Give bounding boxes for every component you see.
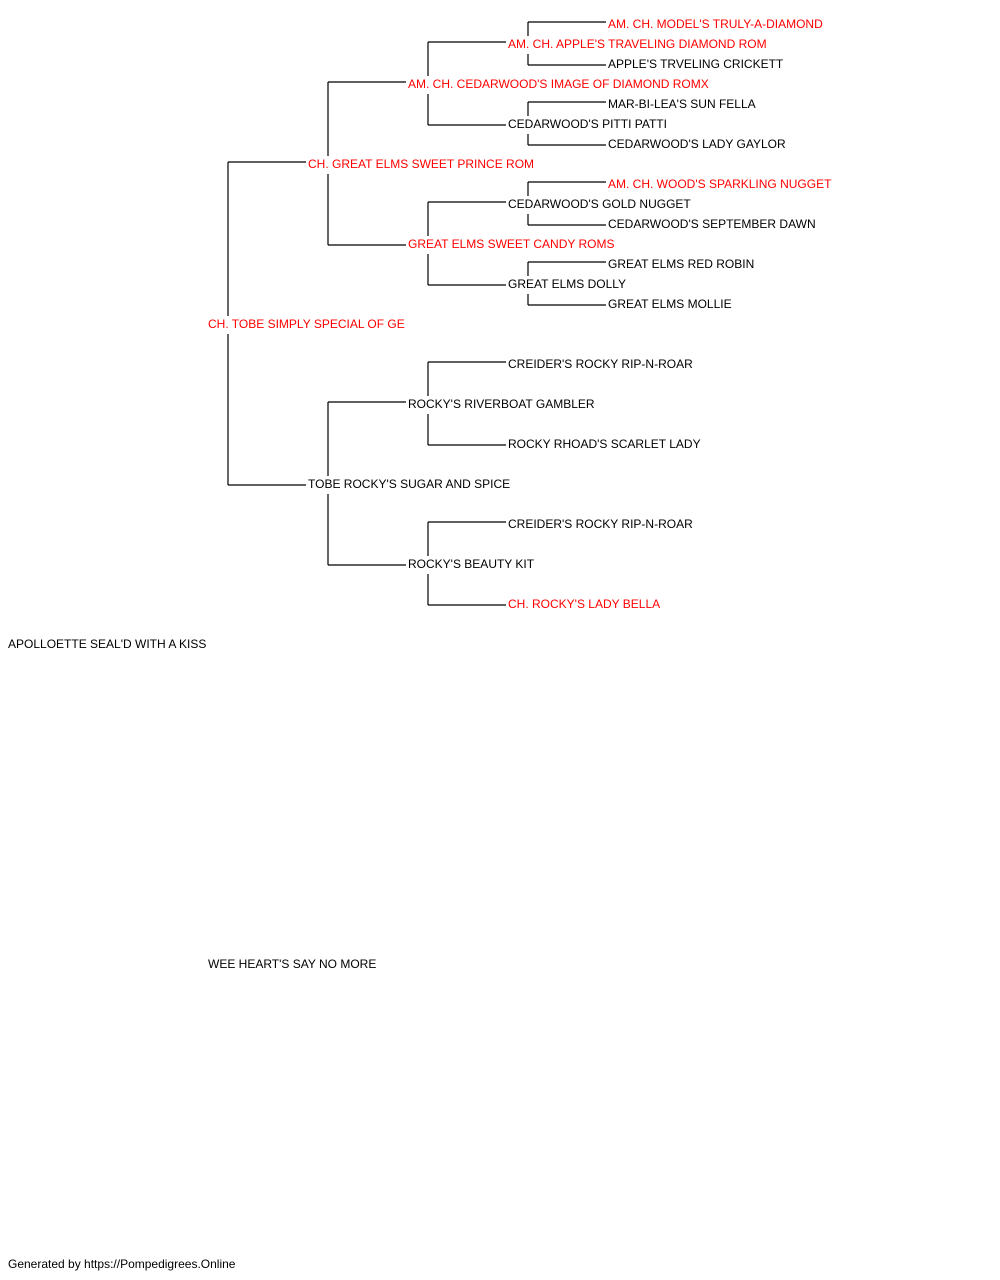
pedigree-name-sssd: CEDARWOOD'S PITTI PATTI — [508, 117, 667, 131]
pedigree-name-ssds: CEDARWOOD'S GOLD NUGGET — [508, 197, 691, 211]
generated-by-footer: Generated by https://Pompedigrees.Online — [8, 1257, 236, 1271]
pedigree-name-ssddd: GREAT ELMS MOLLIE — [608, 297, 732, 311]
pedigree-name-ssssd: APPLE'S TRVELING CRICKETT — [608, 57, 784, 71]
pedigree-name-ssdss: AM. CH. WOOD'S SPARKLING NUGGET — [608, 177, 832, 191]
pedigree-name-sdss: CREIDER'S ROCKY RIP-N-ROAR — [508, 357, 693, 371]
pedigree-name-sdds: CREIDER'S ROCKY RIP-N-ROAR — [508, 517, 693, 531]
pedigree-name-ssd: GREAT ELMS SWEET CANDY ROMS — [408, 237, 614, 251]
pedigree-name-ssss: AM. CH. APPLE'S TRAVELING DIAMOND ROM — [508, 37, 767, 51]
pedigree-name-sssdd: CEDARWOOD'S LADY GAYLOR — [608, 137, 786, 151]
pedigree-name-d: WEE HEART'S SAY NO MORE — [208, 957, 376, 971]
pedigree-name-root: APOLLOETTE SEAL'D WITH A KISS — [8, 637, 206, 651]
pedigree-name-ssdds: GREAT ELMS RED ROBIN — [608, 257, 754, 271]
pedigree-name-sssss: AM. CH. MODEL'S TRULY-A-DIAMOND — [608, 17, 823, 31]
pedigree-name-s: CH. TOBE SIMPLY SPECIAL OF GE — [208, 317, 405, 331]
pedigree-labels: APOLLOETTE SEAL'D WITH A KISS CH. TOBE SI… — [8, 17, 832, 971]
pedigree-name-sd: TOBE ROCKY'S SUGAR AND SPICE — [308, 477, 510, 491]
pedigree-name-sssds: MAR-BI-LEA'S SUN FELLA — [608, 97, 756, 111]
pedigree-name-sddd: CH. ROCKY'S LADY BELLA — [508, 597, 660, 611]
pedigree-name-sss: AM. CH. CEDARWOOD'S IMAGE OF DIAMOND ROM… — [408, 77, 709, 91]
pedigree-name-sds: ROCKY'S RIVERBOAT GAMBLER — [408, 397, 595, 411]
pedigree-name-ss: CH. GREAT ELMS SWEET PRINCE ROM — [308, 157, 534, 171]
pedigree-name-sdsd: ROCKY RHOAD'S SCARLET LADY — [508, 437, 701, 451]
pedigree-name-ssdsd: CEDARWOOD'S SEPTEMBER DAWN — [608, 217, 816, 231]
pedigree-name-ssdd: GREAT ELMS DOLLY — [508, 277, 626, 291]
pedigree-connector-lines — [227, 21, 606, 606]
pedigree-name-sdd: ROCKY'S BEAUTY KIT — [408, 557, 535, 571]
